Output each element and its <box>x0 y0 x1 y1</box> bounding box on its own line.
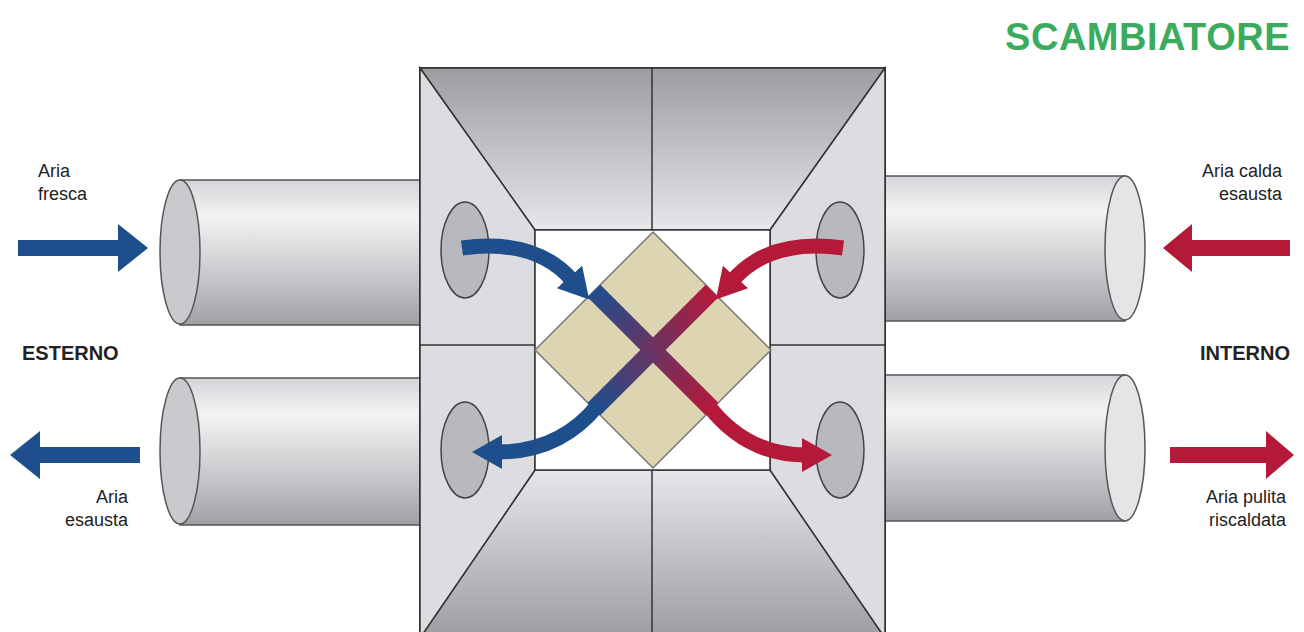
side-label: INTERNO <box>1140 341 1290 366</box>
flow-arrows <box>462 246 843 455</box>
flow-arrow <box>462 246 572 280</box>
flow-arrow <box>10 431 140 479</box>
pipe <box>180 180 430 325</box>
pipe <box>180 378 430 525</box>
pipe-end <box>160 378 200 524</box>
flow-label: Aria calda esausta <box>1178 160 1282 205</box>
panel-seam <box>651 470 653 632</box>
housing-panel <box>770 68 885 632</box>
diagram-title: SCAMBIATORE <box>1005 16 1290 59</box>
flow-arrow <box>708 405 806 455</box>
panel-seam <box>651 68 653 230</box>
flow-arrow <box>733 246 843 280</box>
pipe <box>875 176 1125 321</box>
side-label: ESTERNO <box>22 341 172 366</box>
housing <box>420 68 885 632</box>
outer-arrows <box>10 224 1294 479</box>
flow-label: Aria pulita riscaldata <box>1190 486 1286 531</box>
panel-seam <box>770 344 885 346</box>
housing-panel <box>420 68 535 632</box>
port-opening <box>441 402 489 498</box>
pipe-end <box>1105 375 1145 521</box>
panel-seam <box>420 344 535 346</box>
flow-arrow <box>1163 224 1290 272</box>
pipe <box>875 375 1125 521</box>
port-opening <box>816 402 864 498</box>
air-channel <box>594 291 712 409</box>
flow-label: Aria esausta <box>46 486 128 531</box>
flow-label: Aria fresca <box>38 160 118 205</box>
flow-arrow <box>18 224 148 272</box>
flow-arrow <box>498 405 598 452</box>
flow-arrow <box>1170 431 1294 479</box>
pipe-end <box>1105 176 1145 320</box>
air-channel <box>594 291 712 409</box>
pipe-end <box>160 180 200 324</box>
exchanger-housing <box>420 68 885 632</box>
